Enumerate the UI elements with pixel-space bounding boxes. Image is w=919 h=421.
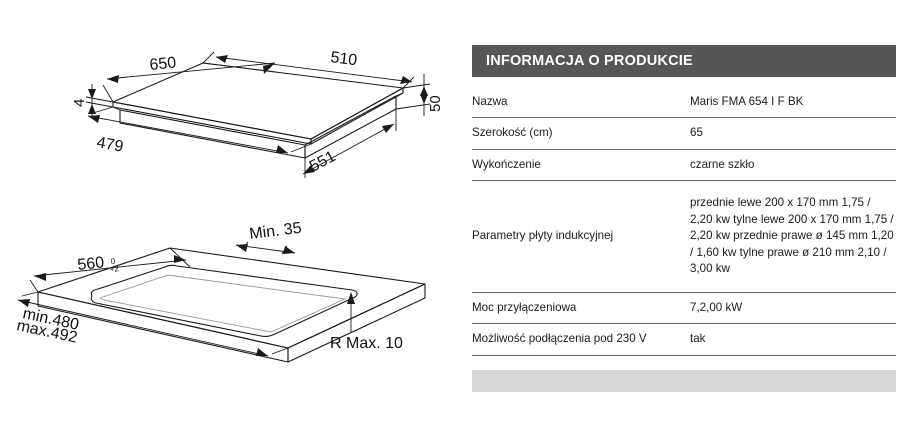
table-row: Możliwość podłączenia pod 230 V tak [472, 323, 896, 356]
spec-key: Nazwa [472, 87, 690, 119]
dimension-560-label: 560 [77, 254, 105, 274]
annotation-corner-radius: R Max. 10 [330, 292, 403, 352]
hob-body [112, 62, 404, 159]
product-information-header: INFORMACJA O PRODUKCIE [472, 45, 896, 77]
table-row: Wykończenie czarne szkło [472, 149, 896, 182]
dimension-560: 560 0 +2 [29, 247, 191, 293]
spec-value: tak [690, 323, 896, 356]
dimension-4: 4 [71, 84, 114, 116]
spec-value: Maris FMA 654 I F BK [690, 87, 896, 119]
dimension-50-label: 50 [427, 95, 444, 112]
spec-key: Szerokość (cm) [472, 117, 690, 150]
product-information-panel: INFORMACJA O PRODUKCIE Nazwa Maris FMA 6… [472, 45, 896, 392]
table-row: Moc przyłączeniowa 7,2,00 kW [472, 292, 896, 325]
dimension-510-label: 510 [329, 49, 358, 69]
spec-value: czarne szkło [690, 149, 896, 182]
product-specification-table: Nazwa Maris FMA 654 I F BK Szerokość (cm… [472, 87, 896, 356]
dimension-650-label: 650 [149, 54, 177, 73]
spec-value: 65 [690, 117, 896, 150]
worktop-slab [37, 247, 426, 363]
worktop-cutout-drawing: 560 0 +2 min.480 max.492 Min. 35 [15, 222, 426, 363]
dimension-min-35-label: Min. 35 [248, 222, 302, 243]
table-footer-bar [472, 369, 896, 392]
dimension-479: 479 [87, 106, 312, 156]
dimension-560-tol-upper: 0 [110, 257, 116, 266]
dimension-551-label: 551 [307, 148, 339, 176]
spec-value: przednie lewe 200 x 170 mm 1,75 / 2,20 k… [690, 180, 896, 293]
spec-key: Moc przyłączeniowa [472, 292, 690, 325]
dimension-650: 650 [102, 54, 277, 103]
dimension-50: 50 [395, 74, 444, 116]
product-information-title: INFORMACJA O PRODUKCIE [486, 53, 693, 69]
technical-drawings-panel: 650 510 4 50 [15, 49, 444, 363]
table-row: Nazwa Maris FMA 654 I F BK [472, 87, 896, 119]
dimension-4-label: 4 [71, 99, 88, 107]
table-row: Szerokość (cm) 65 [472, 117, 896, 150]
spec-table-body: Nazwa Maris FMA 654 I F BK Szerokość (cm… [472, 87, 896, 356]
hob-dimensions-drawing: 650 510 4 50 [71, 49, 444, 178]
spec-value: 7,2,00 kW [690, 292, 896, 325]
annotation-corner-radius-label: R Max. 10 [330, 335, 403, 352]
table-row: Parametry płyty indukcyjnej przednie lew… [472, 180, 896, 293]
spec-key: Parametry płyty indukcyjnej [472, 180, 690, 293]
dimension-560-tol-lower: +2 [109, 264, 120, 274]
dimension-510: 510 [202, 49, 415, 89]
dimension-479-label: 479 [95, 134, 124, 156]
spec-key: Wykończenie [472, 149, 690, 182]
dimension-min-35: Min. 35 [235, 222, 303, 255]
spec-key: Możliwość podłączenia pod 230 V [472, 323, 690, 356]
